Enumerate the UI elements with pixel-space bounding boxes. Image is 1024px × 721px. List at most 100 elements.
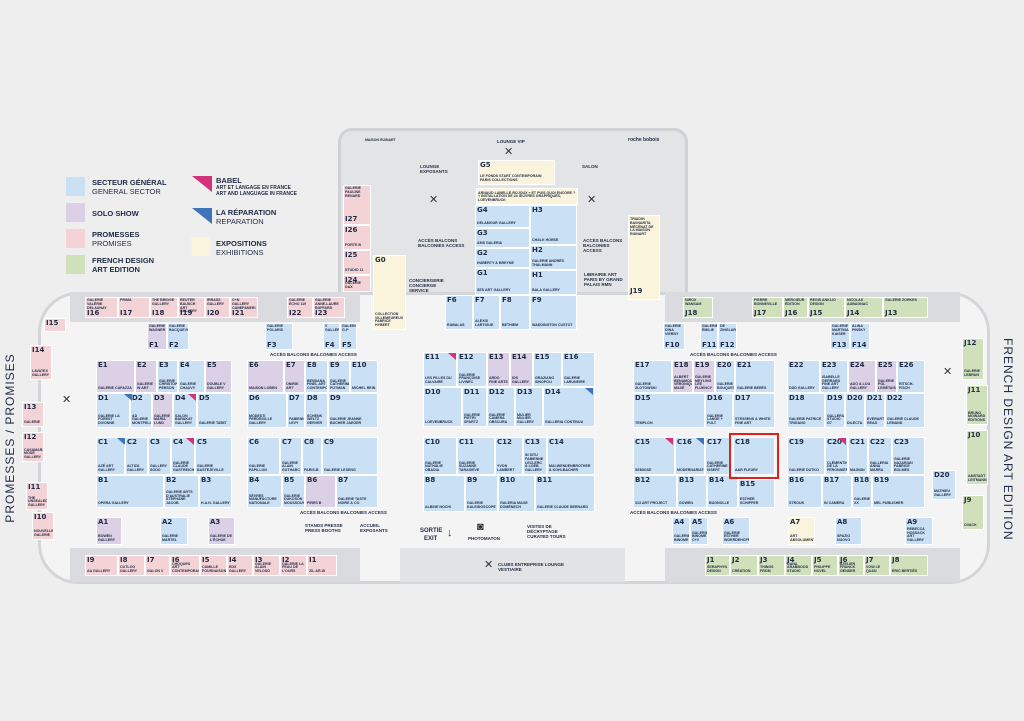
booth-E3[interactable]: E3Galerie Christophe Person [157, 360, 178, 393]
booth-D20[interactable]: D20Dilecta [845, 393, 865, 428]
booth-C21[interactable]: C21Magnin [848, 437, 868, 475]
booth-A5[interactable]: A5Galerie Binome C+V [690, 517, 708, 545]
booth-F2[interactable]: Galerie BacquevilleF2 [167, 323, 189, 350]
booth-E13[interactable]: E13Ardo Fine Arts [487, 352, 510, 387]
booth-C9[interactable]: C9Galerie Leseng [322, 437, 378, 475]
booth-A4[interactable]: A4Galerie Binome [672, 517, 690, 545]
booth-J6[interactable]: J6Atelier Franck Genser [838, 555, 864, 576]
booth-I25[interactable]: I25Studio 11 [343, 250, 371, 275]
booth-C23[interactable]: C23Galerie Nazarian Fabrice Bolmes [892, 437, 925, 475]
booth-J8[interactable]: J8Éric Bertiès [890, 555, 928, 576]
booth-F11[interactable]: Galerie ÉmilieF11 [700, 323, 718, 350]
booth-B9[interactable]: B9Galerie Kaleidoscope [465, 475, 498, 512]
booth-D6[interactable]: D6Modesti Perdriolle Gallery [247, 393, 287, 428]
booth-A6[interactable]: A6Galerie Esther Woerdehoff [722, 517, 750, 545]
booth-C8[interactable]: C8Paris-B [302, 437, 322, 475]
booth-B19[interactable]: B19Mel Publisher [872, 475, 925, 508]
booth-J19[interactable]: J19Triadih Bavnarita Mécénat de la Maiso… [628, 215, 660, 300]
booth-F6[interactable]: F6Rabalas [445, 295, 473, 330]
booth-I8[interactable]: I8Cutlog Gallery [118, 555, 145, 576]
booth-I21[interactable]: C+N Gallery CanepaneriI21 [230, 297, 258, 318]
booth-B6[interactable]: B6Pires B [305, 475, 336, 508]
booth-F4[interactable]: V GalleryF4 [323, 323, 340, 350]
booth-E18[interactable]: E18Albert Benamou Véronique Maxé [672, 360, 693, 393]
booth-B1[interactable]: B1Opera Gallery [96, 475, 164, 508]
booth-B11[interactable]: B11Galerie Claude Bernard [535, 475, 595, 512]
booth-D8[interactable]: D8Schenk Weltz Gerver [305, 393, 328, 428]
booth-J11[interactable]: J11Bruno Moinard Éditions [966, 385, 988, 425]
booth-D7[interactable]: D7Fabienne Levy [287, 393, 305, 428]
booth-E12[interactable]: E12Galerie Françoise Livinec [457, 352, 487, 387]
booth-E8[interactable]: E8Bendana Pinel Art Contemporain [305, 360, 328, 393]
booth-I12[interactable]: I12Casamara Modé Gallery [22, 432, 44, 462]
booth-I2[interactable]: I2Galerie La Peau de l'Ours [280, 555, 307, 576]
booth-E7[interactable]: E7Onirik Art [284, 360, 305, 393]
booth-D10[interactable]: D10Loevenbruck [423, 387, 462, 427]
booth-E9[interactable]: E9Galerie Catherine Putman [328, 360, 350, 393]
booth-C5[interactable]: C5Galerie Bastejeville [195, 437, 232, 475]
booth-J2[interactable]: J2Création [730, 555, 758, 576]
booth-F9[interactable]: F9Waddington Custot [530, 295, 577, 330]
booth-I20[interactable]: Irrass GalleryI20 [205, 297, 230, 318]
booth-D15[interactable]: D15Templon [633, 393, 705, 428]
booth-F13[interactable]: Galerie Martina KaiserF13 [830, 323, 850, 350]
booth-J18[interactable]: Nirox WansamJ18 [683, 297, 713, 318]
exit-label[interactable]: EXIT [424, 536, 438, 542]
booth-I10[interactable]: I10Nouvelle Galerie [32, 512, 54, 540]
booth-B3[interactable]: B3H.A.N. Gallery [199, 475, 232, 508]
booth-B17[interactable]: B17In Camera [822, 475, 852, 508]
booth-D19[interactable]: D19Galleria Studio G7 [825, 393, 845, 428]
booth-J7[interactable]: J7Vow Le Quan [864, 555, 890, 576]
booth-A1[interactable]: A1Bowen Gallery [96, 517, 122, 545]
booth-J1[interactable]: J1Seraphyn Design [705, 555, 730, 576]
booth-D20-side[interactable]: D20Mathieu Gallery [932, 470, 956, 500]
booth-C12[interactable]: C12Yvon Lambert [495, 437, 523, 475]
booth-C20[interactable]: C20Clémentine de la Féronnière [825, 437, 848, 475]
booth-D21[interactable]: D21Everarts Read [865, 393, 885, 428]
booth-I26[interactable]: I26Porte B [343, 225, 371, 250]
booth-F12[interactable]: De ZinglardF12 [718, 323, 737, 350]
booth-I7[interactable]: I7Galon V [145, 555, 170, 576]
booth-A8[interactable]: A8Spazio Nuovo [835, 517, 862, 545]
booth-B4[interactable]: B4Sèvres Manufacture Nationale [247, 475, 282, 508]
booth-I6[interactable]: I6Choques Art Contemporain [170, 555, 200, 576]
booth-I23[interactable]: Galerie Anne-Laure BuffardI23 [313, 297, 345, 318]
booth-J4[interactable]: J4Dana Arabbood Studio [785, 555, 812, 576]
booth-I17[interactable]: PrimaI17 [118, 297, 150, 318]
booth-J15[interactable]: Régis Anklio DesignJ15 [808, 297, 845, 318]
booth-F14[interactable]: Alina PinskyF14 [850, 323, 870, 350]
booth-E4[interactable]: E4Galerie Chauvy [178, 360, 205, 393]
booth-C22[interactable]: C22Galleria Anna Marra [868, 437, 892, 475]
booth-A2[interactable]: A2Galerie Martel [160, 517, 188, 545]
sortie-label[interactable]: SORTIE [420, 528, 443, 534]
booth-C7[interactable]: C7Galerie Alain Gutharc [280, 437, 302, 475]
booth-E1[interactable]: E1Galerie Capazza [96, 360, 135, 393]
booth-C17[interactable]: C17Galerie Catherine Issert [705, 437, 730, 475]
booth-I27[interactable]: Galerie Pauline RenardI27 [343, 185, 371, 225]
booth-A3[interactable]: A3Galerie de l'Échue [208, 517, 235, 545]
booth-I13[interactable]: I13Galerie [22, 402, 44, 427]
booth-I24[interactable]: I24Galerie Dax [343, 275, 371, 292]
booth-H2[interactable]: H2Galerie Andrés Thalmann [530, 245, 577, 270]
booth-D18[interactable]: D18Galerie Patrice Trigano [787, 393, 825, 428]
booth-E20[interactable]: E20Galerie Bouquet [715, 360, 735, 393]
booth-F5[interactable]: Galerie G-PF5 [340, 323, 357, 350]
booth-A7[interactable]: A7Art Absolument [788, 517, 815, 545]
booth-J3[interactable]: J3Things From [758, 555, 785, 576]
booth-E6[interactable]: E6Maison Loben [247, 360, 284, 393]
booth-E16[interactable]: E16Galerie Laruneire [562, 352, 595, 387]
booth-G2[interactable]: G2Huberty & Breyne [475, 248, 530, 268]
booth-E23[interactable]: E23Isabelle Gerrard Fine Art Gallery [820, 360, 848, 393]
booth-G4[interactable]: G4Delamour Gallery [475, 205, 530, 228]
booth-E15[interactable]: E15Graziano Sinopoli [533, 352, 562, 387]
booth-F7[interactable]: F7Alexis Lartigue [473, 295, 500, 330]
booth-C3[interactable]: C3Gallery Sodo [148, 437, 171, 475]
booth-F10[interactable]: Galerie Dina ViernyF10 [663, 323, 685, 350]
